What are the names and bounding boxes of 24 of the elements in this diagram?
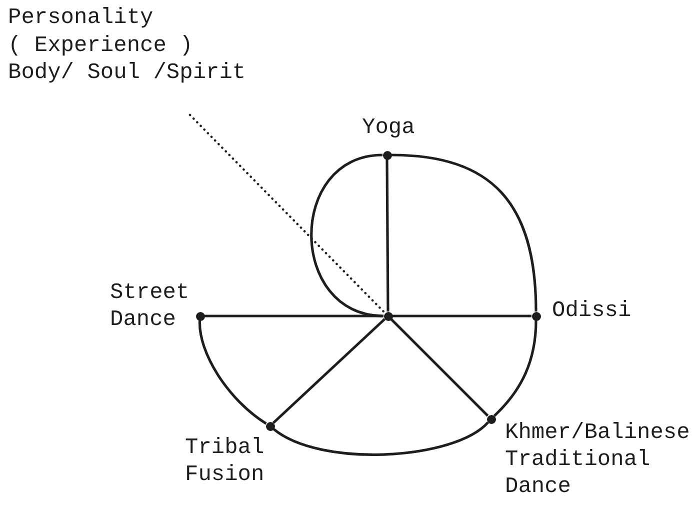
vertex-dot [382,150,392,160]
vertex-dot [196,312,204,320]
straight-line [272,318,386,424]
curved-line [198,320,267,425]
straight-line [386,160,390,312]
node-label: Tribal Fusion [185,434,266,488]
node-label: Street Dance [110,278,190,332]
node-label: Odissi [552,296,632,324]
annotation-text: ( Experience ) [8,32,193,58]
curved-line [493,320,538,417]
dotted-line [188,114,386,314]
vertex-dot [266,422,274,430]
straight-line [204,314,384,318]
curved-line [391,154,538,312]
node-label: Khmer/Balinese Traditional Dance [505,418,691,500]
annotation-text: Body/ Soul /Spirit [8,58,246,86]
straight-line [392,314,532,318]
straight-line [390,318,489,417]
curved-line [310,154,384,318]
vertex-dot [532,312,540,320]
vertex-dot [384,312,392,320]
curved-line [272,421,489,456]
node-label: Yoga [362,114,415,140]
annotation-text: Personality [8,4,154,30]
